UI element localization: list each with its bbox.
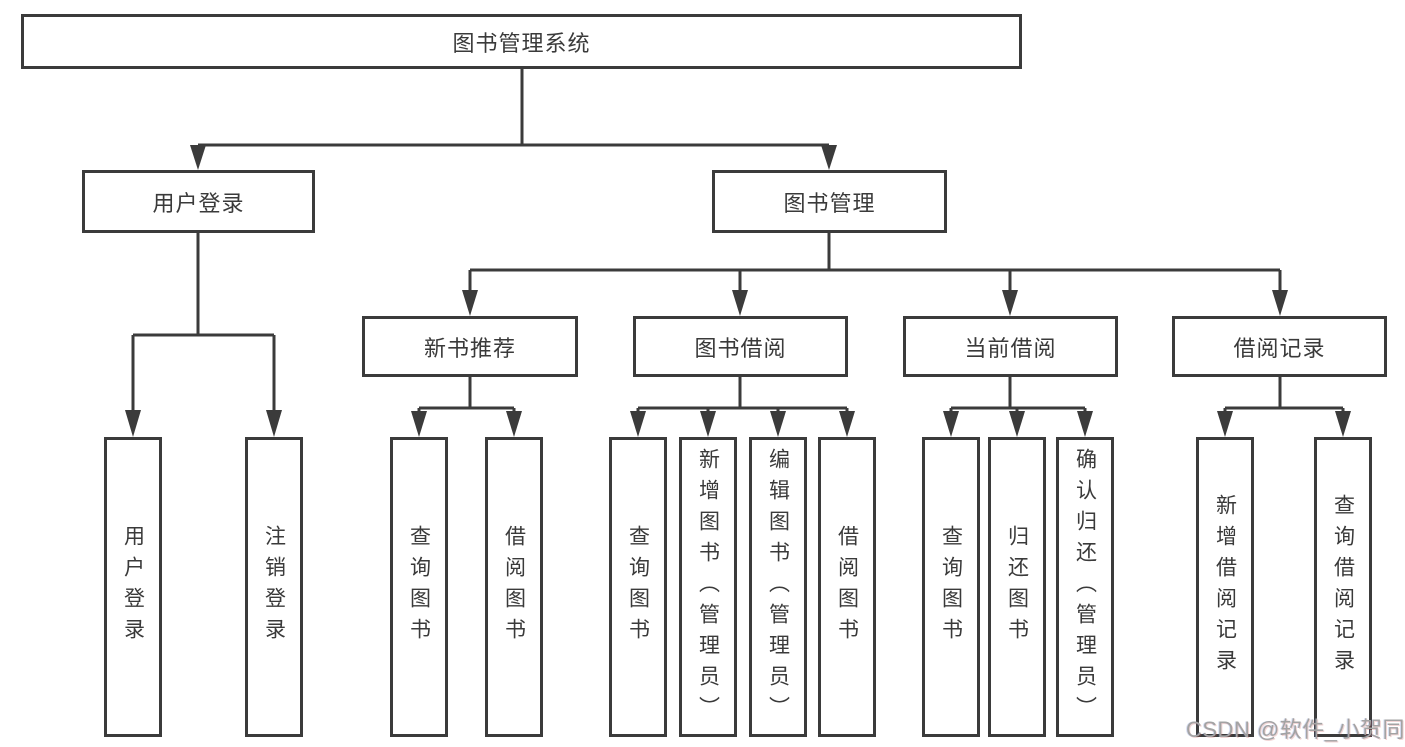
arrowhead-icon <box>839 411 855 437</box>
leaf-edit-book-admin: 编辑图书（管理员） <box>749 437 807 737</box>
arrowhead-icon <box>770 411 786 437</box>
leaf-borrow-book-2: 借阅图书 <box>818 437 876 737</box>
arrowhead-icon <box>732 290 748 316</box>
arrowhead-icon <box>1002 290 1018 316</box>
leaf-query-book-3: 查询图书 <box>922 437 980 737</box>
leaf-query-book-1: 查询图书 <box>390 437 448 737</box>
arrowhead-icon <box>411 411 427 437</box>
arrowhead-icon <box>943 411 959 437</box>
csdn-watermark: CSDN @软件_小贺同学 <box>1186 717 1405 742</box>
leaf-user-login: 用户登录 <box>104 437 162 737</box>
node-book-borrow: 图书借阅 <box>633 316 848 377</box>
arrowhead-icon <box>821 145 837 170</box>
arrowhead-icon <box>1217 411 1233 437</box>
node-borrow-record: 借阅记录 <box>1172 316 1387 377</box>
leaf-query-book-2: 查询图书 <box>609 437 667 737</box>
arrowhead-icon <box>1335 411 1351 437</box>
node-user-login: 用户登录 <box>82 170 315 233</box>
leaf-borrow-book-1: 借阅图书 <box>485 437 543 737</box>
arrowhead-icon <box>630 411 646 437</box>
arrowhead-icon <box>1009 411 1025 437</box>
node-library-management-system: 图书管理系统 <box>21 14 1022 69</box>
leaf-add-book-admin: 新增图书（管理员） <box>679 437 737 737</box>
arrowhead-icon <box>506 411 522 437</box>
leaf-query-borrow-record: 查询借阅记录 <box>1314 437 1372 737</box>
leaf-logout: 注销登录 <box>245 437 303 737</box>
arrowhead-icon <box>1272 290 1288 316</box>
leaf-add-borrow-record: 新增借阅记录 <box>1196 437 1254 737</box>
arrowhead-icon <box>125 410 141 437</box>
arrowhead-icon <box>190 145 206 170</box>
arrowhead-icon <box>1077 411 1093 437</box>
node-current-borrow: 当前借阅 <box>903 316 1118 377</box>
leaf-confirm-return-admin: 确认归还（管理员） <box>1056 437 1114 737</box>
node-book-management: 图书管理 <box>712 170 947 233</box>
node-new-book-recommend: 新书推荐 <box>362 316 578 377</box>
arrowhead-icon <box>700 411 716 437</box>
arrowhead-icon <box>462 290 478 316</box>
arrowhead-icon <box>266 410 282 437</box>
leaf-return-book: 归还图书 <box>988 437 1046 737</box>
